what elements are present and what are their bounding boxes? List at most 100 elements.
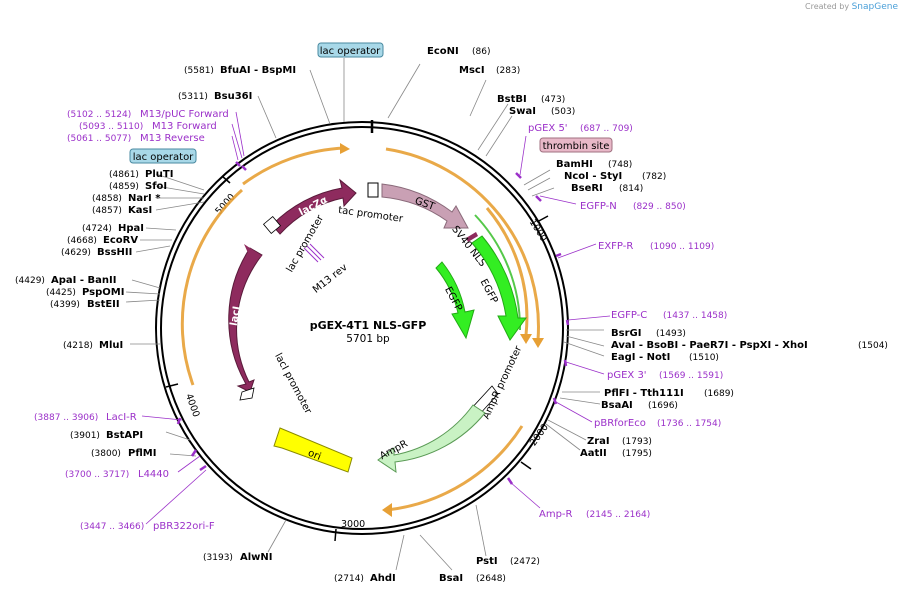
- primer-m13rev: M13 Reverse: [140, 133, 205, 144]
- enzyme-bsaai-pos: (1696): [648, 401, 678, 411]
- label-ori: ori: [306, 448, 322, 463]
- enzyme-eagi-pos: (1510): [689, 353, 719, 363]
- label-ampr-promoter: AmpR promoter: [481, 344, 525, 421]
- orf-arc-gst: [385, 147, 540, 341]
- primer-m13fwd-pos: (5093 .. 5110): [79, 122, 143, 132]
- primer-egfpc: EGFP-C: [611, 310, 647, 321]
- enzyme-bsrgi: BsrGI: [611, 328, 641, 339]
- tick-3000: [334, 528, 337, 542]
- primer-egfpc-pos: (1437 .. 1458): [663, 311, 727, 321]
- feature-laci-head: [244, 244, 262, 262]
- enzyme-bsteii-pos: (4399): [50, 300, 80, 310]
- primer-m13puc-pos: (5102 .. 5124): [67, 110, 131, 120]
- feature-sv40-nls: [466, 232, 478, 242]
- enzyme-bsrgi-pos: (1493): [656, 329, 686, 339]
- watermark-text: Created by: [805, 2, 850, 11]
- lac-promoter-marker: [262, 215, 282, 235]
- feature-lacza: [271, 178, 357, 235]
- enzyme-bsshii: BssHII: [97, 247, 132, 258]
- plasmid-name: pGEX-4T1 NLS-GFP: [310, 319, 427, 332]
- enzyme-bsaai: BsaAI: [601, 400, 633, 411]
- primer-pgex5-pos: (687 .. 709): [580, 124, 633, 134]
- label-laci: lacI: [229, 305, 243, 326]
- enzyme-kasi: KasI: [128, 205, 152, 216]
- primer-ampr-pos: (2145 .. 2164): [586, 510, 650, 520]
- enzyme-ecorv-pos: (4668): [67, 236, 97, 246]
- enzyme-hpai: HpaI: [118, 223, 144, 234]
- enzyme-nari-pos: (4858): [92, 194, 122, 204]
- enzyme-alwni: AlwNI: [240, 552, 273, 563]
- feature-ampr: [377, 404, 486, 474]
- tick-4000: [165, 383, 179, 388]
- enzyme-avai-pos: (1504): [858, 341, 888, 351]
- tick-label-1000: 1000: [527, 217, 549, 243]
- tac-promoter-marker: [367, 182, 379, 198]
- primer-exfpr-pos: (1090 .. 1109): [650, 242, 714, 252]
- enzyme-pluti: PluTI: [145, 169, 173, 180]
- primer-pbrforeco: pBRforEco: [594, 418, 646, 429]
- primer-egfpn: EGFP-N: [580, 201, 617, 212]
- enzyme-sfoi: SfoI: [145, 181, 167, 192]
- primer-m13fwd: M13 Forward: [152, 121, 217, 132]
- enzyme-ecorv: EcoRV: [103, 235, 138, 246]
- enzyme-hpai-pos: (4724): [82, 224, 112, 234]
- enzyme-psti: PstI: [476, 556, 498, 567]
- lac-operator-left-label: lac operator: [133, 152, 194, 163]
- label-tac-promoter: tac promoter: [338, 205, 405, 225]
- enzyme-bfuai-pos: (5581): [184, 66, 214, 76]
- enzyme-pluti-pos: (4861): [109, 170, 139, 180]
- enzyme-ncoi: NcoI - StyI: [564, 171, 622, 182]
- enzyme-aatii: AatII: [580, 448, 607, 459]
- enzyme-bstapi-pos: (3901): [70, 431, 100, 441]
- enzyme-econi: EcoNI: [427, 46, 459, 57]
- enzyme-bamhi: BamHI: [556, 159, 593, 170]
- enzyme-apai-pos: (4429): [15, 276, 45, 286]
- enzyme-ncoi-pos: (782): [642, 172, 666, 182]
- enzyme-bsshii-pos: (4629): [61, 248, 91, 258]
- enzyme-bseri: BseRI: [571, 183, 603, 194]
- enzyme-eagi: EagI - NotI: [611, 352, 670, 363]
- lac-operator-left-box: [129, 148, 197, 164]
- primer-pbrforeco-pos: (1736 .. 1754): [657, 419, 721, 429]
- tick-label-3000: 3000: [341, 519, 365, 530]
- enzyme-msci: MscI: [459, 65, 485, 76]
- feature-gst: [381, 183, 469, 229]
- snapgene-logo: SnapGene: [851, 2, 898, 12]
- enzyme-bstbi: BstBI: [497, 94, 527, 105]
- primer-ampr: Amp-R: [539, 509, 573, 520]
- primer-m13rev-pos: (5061 .. 5077): [67, 134, 131, 144]
- primer-pbr322-pos: (3447 .. 3466): [80, 522, 144, 532]
- enzyme-bfuai: BfuAI - BspMI: [220, 65, 296, 76]
- orf-arc-egfp: [485, 207, 529, 336]
- orf-arc-ampr: [386, 425, 524, 512]
- enzyme-ahdi: AhdI: [370, 573, 396, 584]
- primer-exfpr: EXFP-R: [598, 241, 633, 252]
- enzyme-bsu36i: Bsu36I: [214, 91, 252, 102]
- primer-lacir: LacI-R: [106, 412, 137, 423]
- enzyme-kasi-pos: (4857): [92, 206, 122, 216]
- feature-ori: [273, 427, 353, 473]
- feature-laci-promoter: [239, 387, 255, 401]
- enzyme-zrai-pos: (1793): [622, 437, 652, 447]
- label-m13rev: M13 rev: [311, 262, 350, 296]
- primer-pgex3: pGEX 3': [607, 370, 647, 381]
- enzyme-bamhi-pos: (748): [608, 160, 632, 170]
- leader-lines: [125, 58, 605, 571]
- primer-marks: [176, 161, 570, 485]
- enzyme-bseri-pos: (814): [619, 184, 643, 194]
- thrombin-site-box: [539, 137, 613, 153]
- enzyme-swai-pos: (503): [551, 107, 575, 117]
- enzyme-swai: SwaI: [509, 106, 536, 117]
- backbone-outer: [155, 121, 569, 535]
- m13rev-marker: [303, 243, 325, 263]
- enzyme-bstapi: BstAPI: [106, 430, 143, 441]
- tick-5000: [221, 175, 231, 184]
- enzyme-alwni-pos: (3193): [203, 553, 233, 563]
- feature-egfp-outer: [471, 235, 527, 341]
- tick-1000: [536, 215, 549, 223]
- enzyme-psti-pos: (2472): [510, 557, 540, 567]
- egfp-green-arc: [474, 214, 522, 331]
- tick-label-4000: 4000: [183, 392, 202, 418]
- watermark: Created by SnapGene: [805, 2, 898, 12]
- primer-l4440-pos: (3700 .. 3717): [65, 470, 129, 480]
